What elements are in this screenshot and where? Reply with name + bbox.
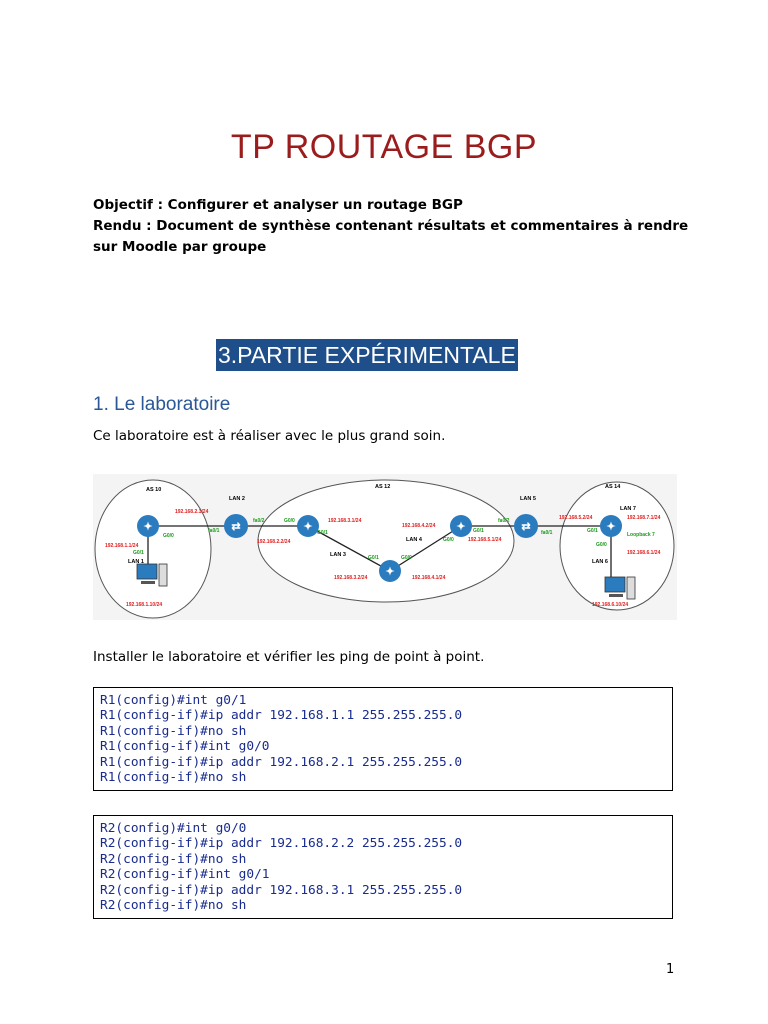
ip-r1-g01: 192.168.1.1/24 [105, 543, 139, 549]
ip-r5-g00: 192.168.6.1/24 [627, 550, 661, 556]
if-r5-g00: G0/0 [596, 542, 607, 548]
loopback-label: Loopback 7 [627, 532, 655, 538]
section-heading: 3.PARTIE EXPÉRIMENTALE [216, 339, 518, 371]
if-r5-g01: G0/1 [587, 528, 598, 534]
as12-label: AS 12 [375, 484, 390, 490]
network-diagram: ✦ ✦ ✦ ✦ ✦ ⇄ ⇄ AS 10 AS 12 AS 14 LAN 1 LA… [93, 474, 677, 620]
ip-r3-g01: 192.168.3.2/24 [334, 575, 368, 581]
pc-lan6-icon [604, 576, 636, 600]
if-sw2-fa01: fa0/1 [208, 528, 220, 534]
if-sw5-fa01: fa0/1 [541, 530, 553, 536]
router-r3-icon: ✦ [379, 560, 401, 582]
page-number: 1 [666, 962, 675, 977]
router-r2-icon: ✦ [297, 515, 319, 537]
switch-lan2-icon: ⇄ [224, 514, 248, 538]
lan4-label: LAN 4 [406, 537, 423, 543]
as10-circle [94, 479, 212, 619]
as14-circle [559, 481, 675, 611]
ip-r4-g00: 192.168.4.2/24 [402, 523, 436, 529]
svg-text:✦: ✦ [143, 521, 152, 533]
code-line: R1(config-if)#ip addr 192.168.2.1 255.25… [100, 754, 463, 770]
intro-text: Ce laboratoire est à réaliser avec le pl… [93, 428, 446, 444]
objectives-block: Objectif : Configurer et analyser un rou… [93, 195, 693, 258]
lan6-label: LAN 6 [592, 559, 608, 565]
code-line: R2(config-if)#no sh [100, 851, 247, 867]
code-block-r2: R2(config)#int g0/0 R2(config-if)#ip add… [93, 815, 673, 920]
code-line: R2(config-if)#int g0/1 [100, 867, 270, 883]
as14-label: AS 14 [605, 484, 621, 490]
if-r3-g01: G0/1 [368, 555, 379, 561]
if-r4-g00: G0/0 [443, 537, 454, 543]
ip-r1-g00: 192.168.2.1/24 [175, 509, 209, 515]
ip-pc1: 192.168.1.10/24 [126, 602, 162, 608]
code-line: R1(config-if)#no sh [100, 770, 247, 786]
code-line: R1(config-if)#ip addr 192.168.1.1 255.25… [100, 708, 463, 724]
ip-r5-g01: 192.168.5.2/24 [559, 515, 593, 521]
if-r1-g01: G0/1 [133, 550, 144, 556]
if-r4-g01: G0/1 [473, 528, 484, 534]
objective-line: Objectif : Configurer et analyser un rou… [93, 197, 463, 213]
code-line: R1(config-if)#int g0/0 [100, 739, 270, 755]
document-title: TP ROUTAGE BGP [230, 128, 538, 166]
svg-text:✦: ✦ [303, 521, 312, 533]
if-r2-g01: G0/1 [317, 530, 328, 536]
as12-ellipse [257, 479, 515, 603]
svg-text:✦: ✦ [385, 566, 394, 578]
lan1-label: LAN 1 [128, 559, 144, 565]
code-line: R2(config)#int g0/0 [100, 821, 247, 836]
as10-label: AS 10 [146, 487, 161, 493]
if-r3-g00: G0/0 [401, 555, 412, 561]
code-block-r1: R1(config)#int g0/1 R1(config-if)#ip add… [93, 687, 673, 792]
ip-r4-g01: 192.168.5.1/24 [468, 537, 502, 543]
deliverable-line: Rendu : Document de synthèse contenant r… [93, 218, 689, 255]
svg-text:⇄: ⇄ [521, 521, 530, 533]
ip-r2-g01: 192.168.3.1/24 [328, 518, 362, 524]
ip-r5-loopback: 192.168.7.1/24 [627, 515, 661, 521]
svg-text:⇄: ⇄ [231, 521, 240, 533]
ip-pc6: 192.168.6.10/24 [592, 602, 628, 608]
lan3-label: LAN 3 [330, 552, 346, 558]
lan2-label: LAN 2 [229, 496, 245, 502]
svg-text:✦: ✦ [606, 521, 615, 533]
ip-r2-g00: 192.168.2.2/24 [257, 539, 291, 545]
svg-text:✦: ✦ [456, 521, 465, 533]
pc-lan1-icon [136, 563, 168, 587]
ip-r3-g00: 192.168.4.1/24 [412, 575, 446, 581]
code-line: R1(config)#int g0/1 [100, 693, 247, 708]
install-text: Installer le laboratoire et vérifier les… [93, 649, 485, 665]
router-r1-icon: ✦ [137, 515, 159, 537]
if-r1-g00: G0/0 [163, 533, 174, 539]
code-line: R2(config-if)#no sh [100, 898, 247, 914]
router-r4-icon: ✦ [450, 515, 472, 537]
code-line: R2(config-if)#ip addr 192.168.2.2 255.25… [100, 836, 463, 852]
lan7-label: LAN 7 [620, 506, 636, 512]
if-sw2-fa02: fa0/2 [253, 518, 265, 524]
subheading: 1. Le laboratoire [93, 394, 231, 415]
router-r5-icon: ✦ [600, 515, 622, 537]
if-sw5-fa02: fa0/2 [498, 518, 510, 524]
code-line: R1(config-if)#no sh [100, 723, 247, 739]
if-r2-g00: G0/0 [284, 518, 295, 524]
switch-lan5-icon: ⇄ [514, 514, 538, 538]
lan5-label: LAN 5 [520, 496, 536, 502]
code-line: R2(config-if)#ip addr 192.168.3.1 255.25… [100, 882, 463, 898]
